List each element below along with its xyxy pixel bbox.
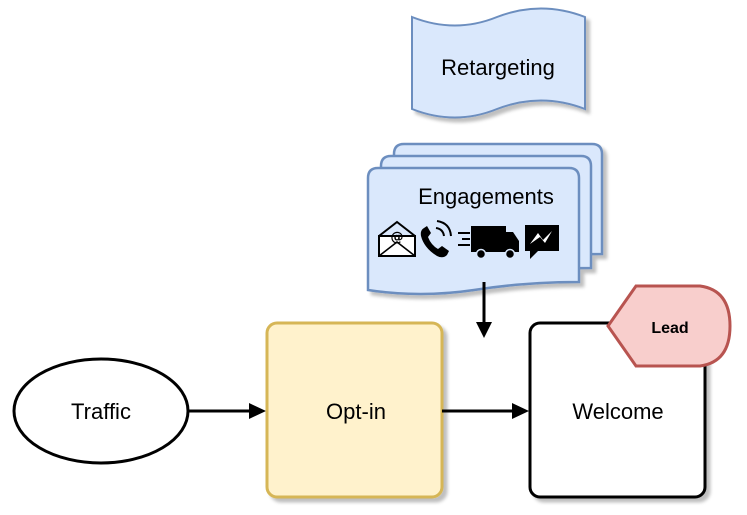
lead-label: Lead [651,320,688,337]
traffic-node[interactable]: Traffic [12,357,190,465]
phone-call-icon [420,220,452,258]
welcome-label: Welcome [572,399,663,424]
svg-text:@: @ [391,230,404,245]
retargeting-node[interactable]: Retargeting [411,7,586,119]
engagements-node[interactable]: Engagements @ [366,142,604,296]
delivery-truck-icon [458,226,519,260]
traffic-to-optin-arrow [188,403,266,419]
email-icon: @ [378,220,416,257]
traffic-label: Traffic [71,399,131,424]
messenger-icon [525,225,559,259]
lead-badge[interactable]: Lead [606,284,732,368]
optin-to-welcome-arrow [442,403,529,419]
engagements-arrow [476,282,492,338]
retargeting-label: Retargeting [441,55,555,80]
optin-label: Opt-in [326,399,386,424]
optin-node[interactable]: Opt-in [265,321,444,499]
engagements-label: Engagements [418,184,554,209]
